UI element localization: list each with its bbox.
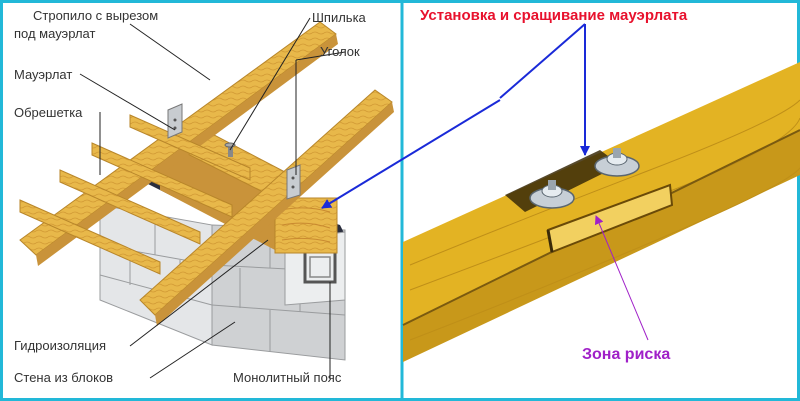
risk-arrow [594,215,649,341]
label-lathing: Обрешетка [14,105,83,120]
label-monolithic-belt: Монолитный пояс [233,370,342,385]
corner-bracket-2 [286,164,301,200]
leader-lines [79,17,346,379]
risk-zone-label: Зона риска [582,346,670,363]
bolt-washer-1 [529,180,575,209]
blue-arrow-to-mauerlat [321,99,501,209]
right-panel-title: Установка и сращивание мауэрлата [420,7,688,24]
label-corner: Уголок [320,44,360,59]
corner-bracket-1 [167,103,183,139]
left-illustration: Стропило с вырезом под мауэрлат Мауэрлат… [14,8,394,385]
label-rafter-line1: Стропило с вырезом [33,8,158,23]
beam-top-face [403,62,800,325]
blue-arrow-diagonal [499,23,586,99]
label-waterproofing: Гидроизоляция [14,338,106,353]
label-rafter-line2: под мауэрлат [14,26,96,41]
right-illustration: Установка и сращивание мауэрлата Зона ри… [402,7,800,363]
label-block-wall: Стена из блоков [14,370,113,385]
bolt-washer-2 [594,148,640,177]
lathing-boards [19,114,251,275]
label-mauerlat: Мауэрлат [14,67,72,82]
label-stud: Шпилька [312,10,367,25]
